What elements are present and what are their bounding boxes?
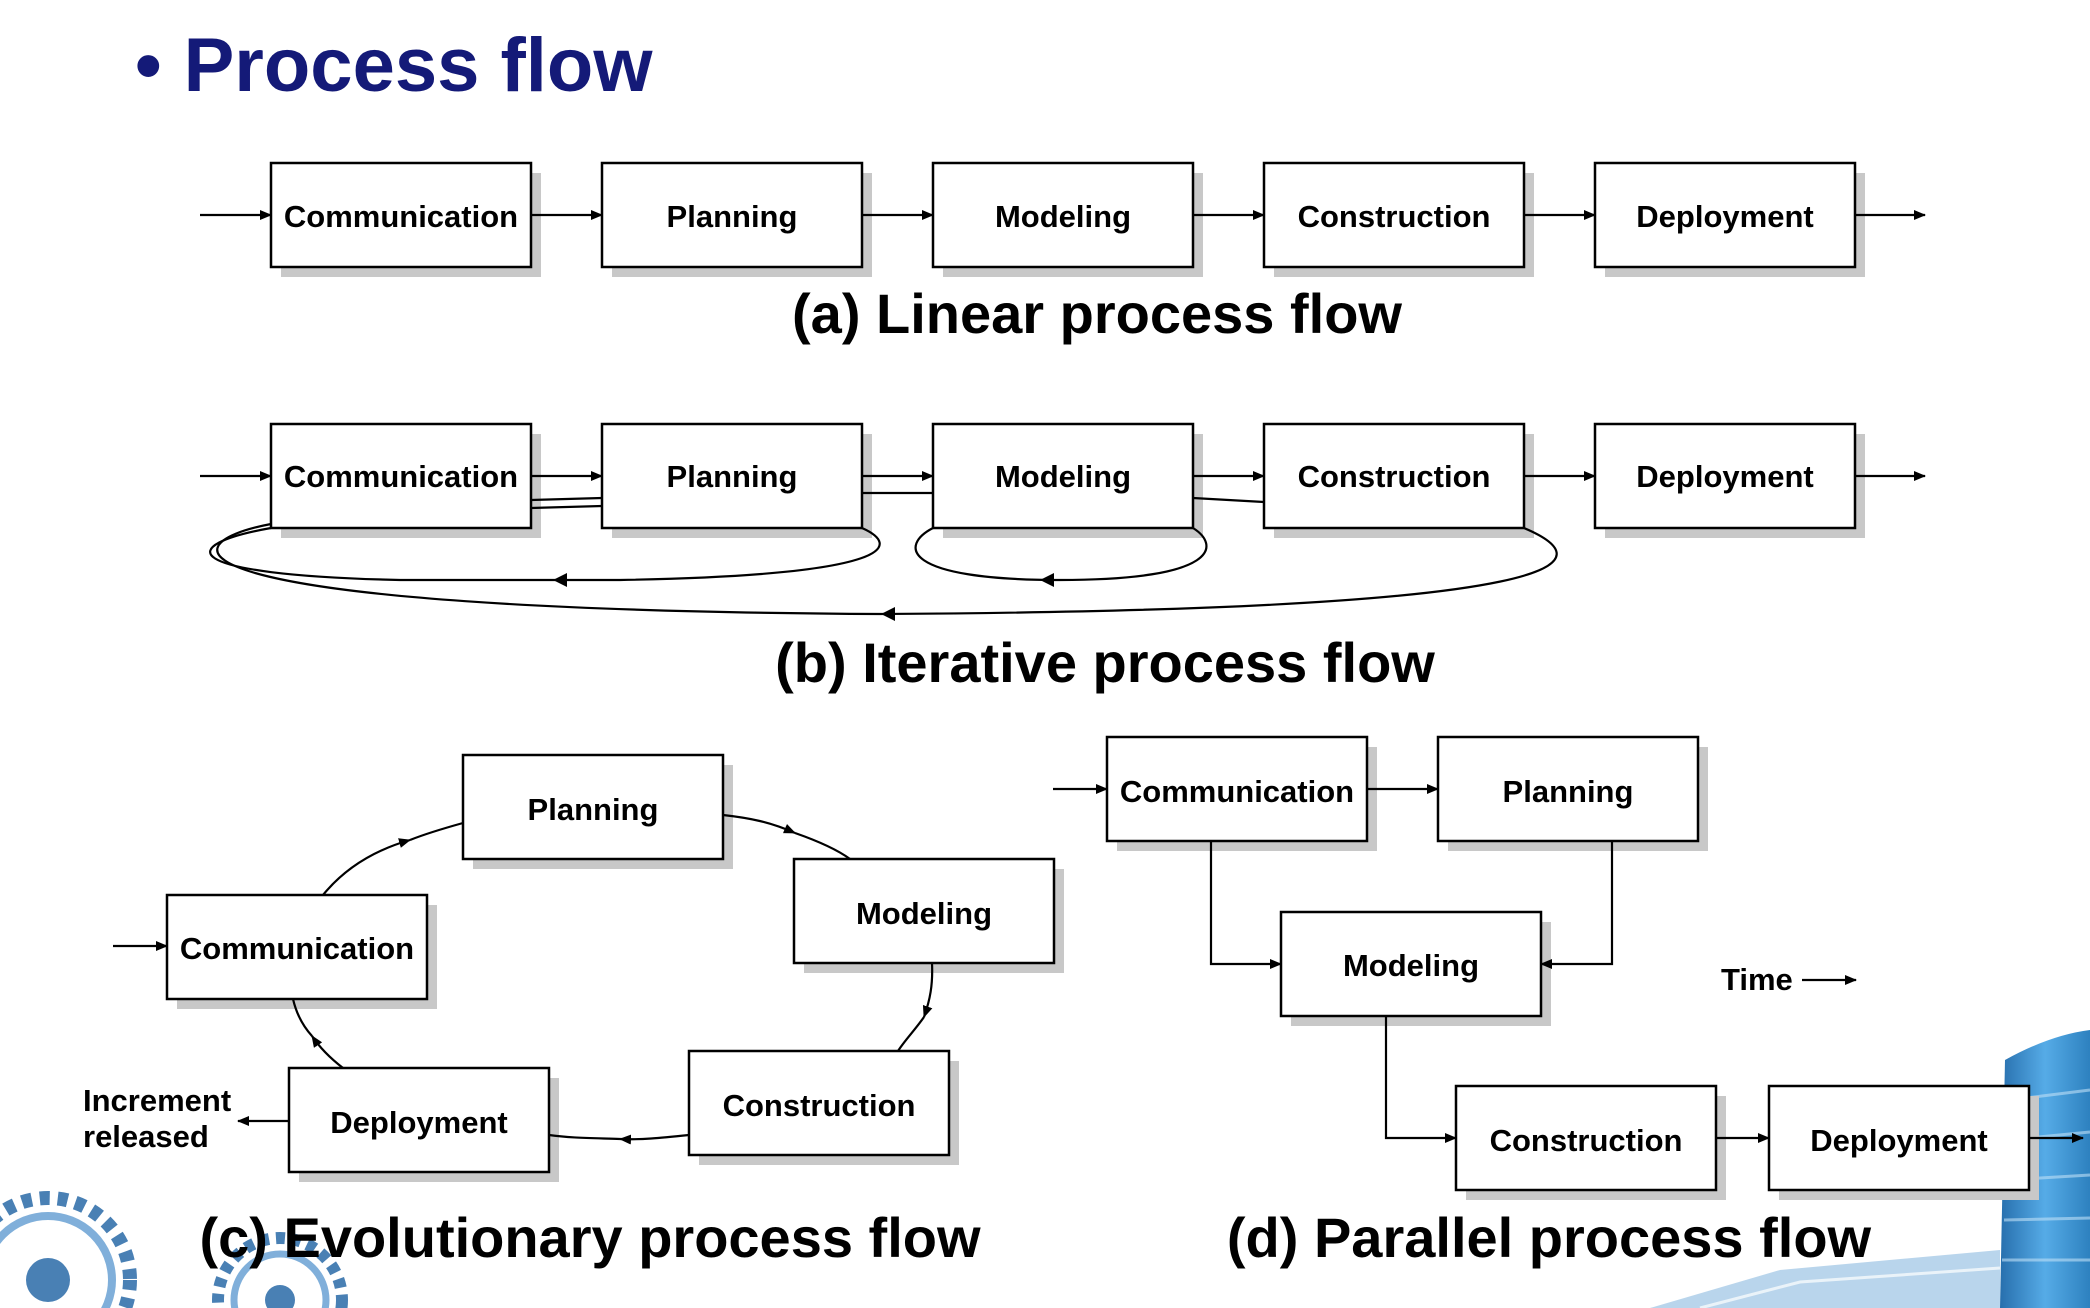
gear-icon <box>0 1191 137 1308</box>
linear-step-communication: Communication <box>269 161 533 269</box>
svg-text:Deployment: Deployment <box>330 1105 507 1140</box>
bullet-icon: • <box>135 23 162 108</box>
iterative-step-planning: Planning <box>600 422 864 530</box>
connector-arrow <box>794 831 851 860</box>
loop-construction-to-modeling <box>914 527 1208 582</box>
time-label: Time <box>1721 962 1793 997</box>
caption-evolutionary: (c) Evolutionary process flow <box>199 1206 980 1269</box>
svg-text:Modeling: Modeling <box>995 459 1131 494</box>
evolutionary-step-construction: Construction <box>687 1049 951 1157</box>
linear-step-construction: Construction <box>1262 161 1526 269</box>
gear-icon <box>212 1232 348 1308</box>
arrow-communication-to-planning <box>322 838 411 896</box>
arrow-deployment-to-communication <box>311 1035 344 1069</box>
caption-linear: (a) Linear process flow <box>792 282 1402 345</box>
evolutionary-step-planning: Planning <box>461 753 725 861</box>
slide-title: •Process flow <box>135 22 652 109</box>
loop-planning-to-communication <box>209 526 881 582</box>
arrow-communication-to-modeling <box>1209 841 1282 969</box>
increment-label-line1: Increment <box>83 1083 231 1118</box>
svg-text:Modeling: Modeling <box>995 199 1131 234</box>
parallel-step-communication: Communication <box>1105 735 1369 843</box>
parallel-step-planning: Planning <box>1436 735 1700 843</box>
linear-step-deployment: Deployment <box>1593 161 1857 269</box>
svg-text:Construction: Construction <box>1298 199 1491 234</box>
parallel-process-flow: Communication Planning Modeling Construc… <box>1105 735 2031 1269</box>
feedback-line <box>1192 496 1265 504</box>
parallel-step-deployment: Deployment <box>1767 1084 2031 1192</box>
svg-text:Planning: Planning <box>528 792 659 827</box>
connector-arrow <box>897 1016 925 1052</box>
increment-label-line2: released <box>83 1119 209 1154</box>
evolutionary-step-deployment: Deployment <box>287 1066 551 1174</box>
linear-step-modeling: Modeling <box>931 161 1195 269</box>
connector-arrow <box>409 821 464 842</box>
connector-arrow <box>291 998 313 1037</box>
arrow-planning-to-modeling <box>722 813 796 835</box>
arrow-modeling-to-construction <box>1384 1016 1457 1143</box>
iterative-step-construction: Construction <box>1262 422 1526 530</box>
svg-text:Planning: Planning <box>667 199 798 234</box>
iterative-step-deployment: Deployment <box>1593 422 1857 530</box>
svg-text:Deployment: Deployment <box>1810 1123 1987 1158</box>
feedback-line <box>530 496 603 510</box>
svg-text:Modeling: Modeling <box>856 896 992 931</box>
svg-text:Deployment: Deployment <box>1636 459 1813 494</box>
svg-text:Deployment: Deployment <box>1636 199 1813 234</box>
loop-arrowhead-icon <box>881 607 895 621</box>
linear-step-planning: Planning <box>600 161 864 269</box>
connector-arrow <box>548 1133 621 1141</box>
svg-text:Communication: Communication <box>180 931 414 966</box>
svg-text:Communication: Communication <box>284 459 518 494</box>
svg-text:Planning: Planning <box>1503 774 1634 809</box>
parallel-step-modeling: Modeling <box>1279 910 1543 1018</box>
caption-parallel: (d) Parallel process flow <box>1227 1206 1872 1269</box>
svg-text:Communication: Communication <box>284 199 518 234</box>
loop-arrowhead-icon <box>1040 573 1054 587</box>
svg-text:Construction: Construction <box>1490 1123 1683 1158</box>
svg-text:Planning: Planning <box>667 459 798 494</box>
arrow-modeling-to-construction <box>922 962 934 1018</box>
svg-text:Communication: Communication <box>1120 774 1354 809</box>
svg-text:Construction: Construction <box>1298 459 1491 494</box>
loop-deployment-to-communication <box>216 522 1558 616</box>
slide-title-text: Process flow <box>183 23 653 108</box>
linear-process-flow: Communication Planning Modeling Construc… <box>269 161 1857 345</box>
iterative-step-modeling: Modeling <box>931 422 1195 530</box>
iterative-step-communication: Communication <box>269 422 533 530</box>
arrow-construction-to-deployment <box>619 1133 690 1145</box>
evolutionary-process-flow: Planning Modeling Communication Construc… <box>83 753 1056 1269</box>
iterative-process-flow: Communication Planning Modeling Construc… <box>269 422 1857 694</box>
svg-text:Construction: Construction <box>723 1088 916 1123</box>
arrow-planning-to-modeling <box>1540 841 1614 969</box>
svg-text:Modeling: Modeling <box>1343 948 1479 983</box>
parallel-step-construction: Construction <box>1454 1084 1718 1192</box>
caption-iterative: (b) Iterative process flow <box>775 631 1435 694</box>
loop-arrowhead-icon <box>553 573 567 587</box>
evolutionary-step-communication: Communication <box>165 893 429 1001</box>
evolutionary-step-modeling: Modeling <box>792 857 1056 965</box>
